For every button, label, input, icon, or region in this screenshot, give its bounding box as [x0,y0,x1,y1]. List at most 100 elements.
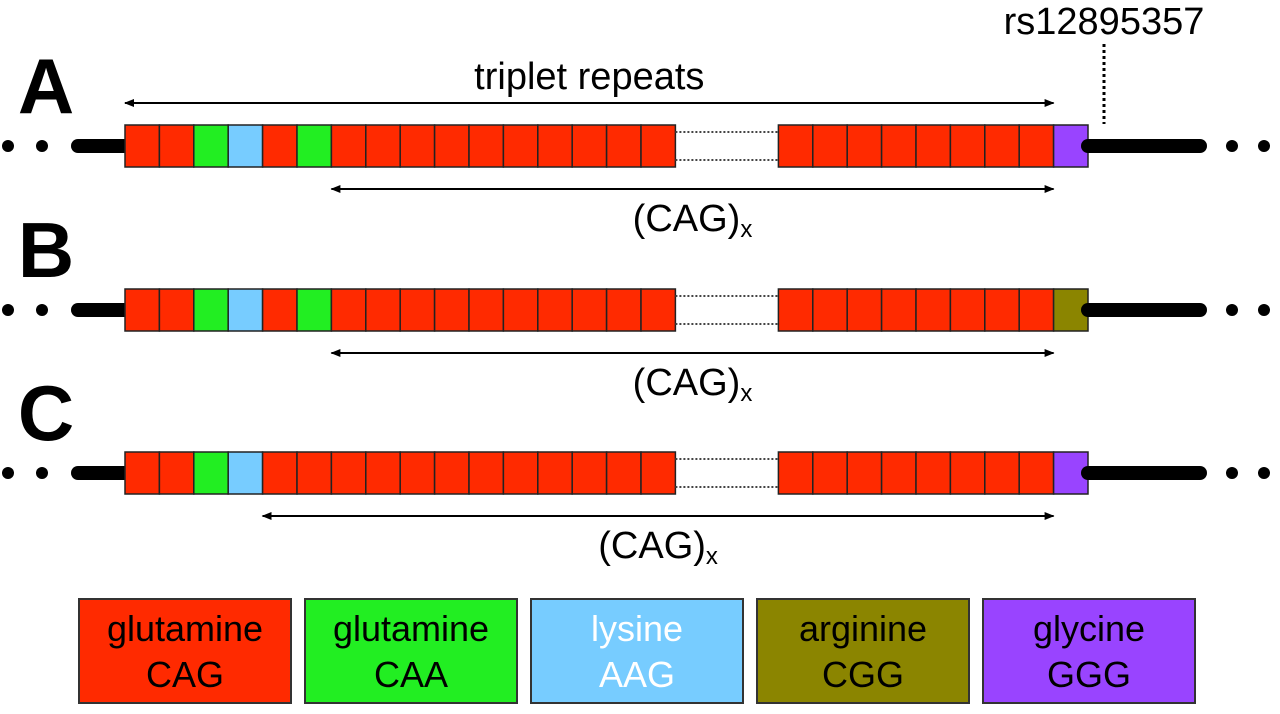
strand-dot [36,140,48,152]
legend-codon: CGG [821,654,904,695]
strand-dot [2,467,14,479]
row-label: B [18,206,74,294]
codon-box-aag [227,124,264,168]
codon-box-caa [296,288,333,332]
codon-box-cag [502,288,539,332]
codon-box-cag [261,124,298,168]
legend-amino-acid: lysine [590,608,684,649]
codon-box-cag [812,288,848,332]
codon-box-cag [880,288,917,332]
codon-box-cag [605,288,642,332]
legend-glutamine-caa: glutamine CAA [304,598,518,704]
strand-dot [36,467,48,479]
strand-dot [1258,304,1270,316]
codon-box-caa [193,288,229,332]
repeat-label: (CAG)x [633,198,753,243]
legend-amino-acid: glutamine [332,608,490,649]
codon-box-cag [605,124,642,168]
codon-box-cag [846,288,883,332]
codon-box-cag [812,451,848,495]
codon-box-cag [330,288,367,332]
strand-dot [2,304,14,316]
triplet-repeats-label: triplet repeats [474,56,704,98]
codon-box-cag [915,451,952,495]
strand-dot [36,304,48,316]
codon-box-cag [433,288,470,332]
codon-box-cag [502,124,539,168]
codon-box-cag [571,451,608,495]
codon-box-cag [158,124,195,168]
legend-codon: AAG [598,654,676,695]
strand-dot [1226,304,1238,316]
legend-glutamine-cag: glutamine CAG [78,598,292,704]
snp-label: rs12895357 [1004,1,1205,43]
codon-box-cag [158,288,195,332]
strand-dot [1226,467,1238,479]
codon-box-cag [468,124,505,168]
codon-box-cag [261,288,298,332]
codon-box-cag [984,288,1020,332]
strand-dot [1226,140,1238,152]
codon-box-cag [640,451,677,495]
codon-box-cag [365,288,401,332]
codon-box-aag [227,288,264,332]
codon-box-cag [124,124,161,168]
repeat-label: (CAG)x [633,362,753,407]
codon-box-caa [193,124,229,168]
row-label: C [18,369,74,457]
codon-box-cag [433,124,470,168]
repeat-label: (CAG)x [598,525,718,570]
codon-box-cag [433,451,470,495]
codon-box-cag [330,451,367,495]
codon-box-cag [846,451,883,495]
codon-box-cag [777,451,814,495]
legend-arginine-cgg: arginine CGG [756,598,970,704]
codon-box-caa [296,124,333,168]
codon-box-cag [124,288,161,332]
codon-box-cag [777,124,814,168]
codon-box-cag [1018,124,1055,168]
codon-box-cag [399,451,436,495]
codon-box-cag [537,451,573,495]
codon-box-cag [537,288,573,332]
codon-box-cag [605,451,642,495]
codon-box-cag [537,124,573,168]
codon-box-cag [399,124,436,168]
codon-box-caa [193,451,229,495]
codon-box-cag [124,451,161,495]
legend-codon: GGG [1046,654,1131,695]
codon-box-cag [1018,288,1055,332]
strand-dot [1258,467,1270,479]
codon-box-cag [915,288,952,332]
codon-box-cag [949,451,986,495]
codon-box-cag [949,124,986,168]
row-label: A [18,42,74,130]
codon-box-cag [571,124,608,168]
strand-dot [1258,140,1270,152]
legend-codon: CAA [373,654,449,695]
codon-box-cag [640,288,677,332]
legend-codon: CAG [145,654,224,695]
codon-box-cag [984,451,1020,495]
codon-box-cag [984,124,1020,168]
codon-box-cag [468,451,505,495]
legend-amino-acid: glutamine [106,608,264,649]
codon-box-cag [365,124,401,168]
codon-box-cag [812,124,848,168]
legend-lysine-aag: lysine AAG [530,598,744,704]
codon-box-cag [502,451,539,495]
strand-dot [2,140,14,152]
codon-box-aag [227,451,264,495]
legend-amino-acid: arginine [798,608,928,649]
codon-box-cag [330,124,367,168]
codon-box-cag [261,451,298,495]
codon-box-cag [468,288,505,332]
codon-box-cag [880,451,917,495]
codon-box-cag [158,451,195,495]
legend-amino-acid: glycine [1032,608,1146,649]
repeat-subscript: x [740,216,752,243]
codon-box-cag [777,288,814,332]
codon-box-cag [296,451,333,495]
codon-box-cag [880,124,917,168]
repeat-subscript: x [706,543,718,570]
